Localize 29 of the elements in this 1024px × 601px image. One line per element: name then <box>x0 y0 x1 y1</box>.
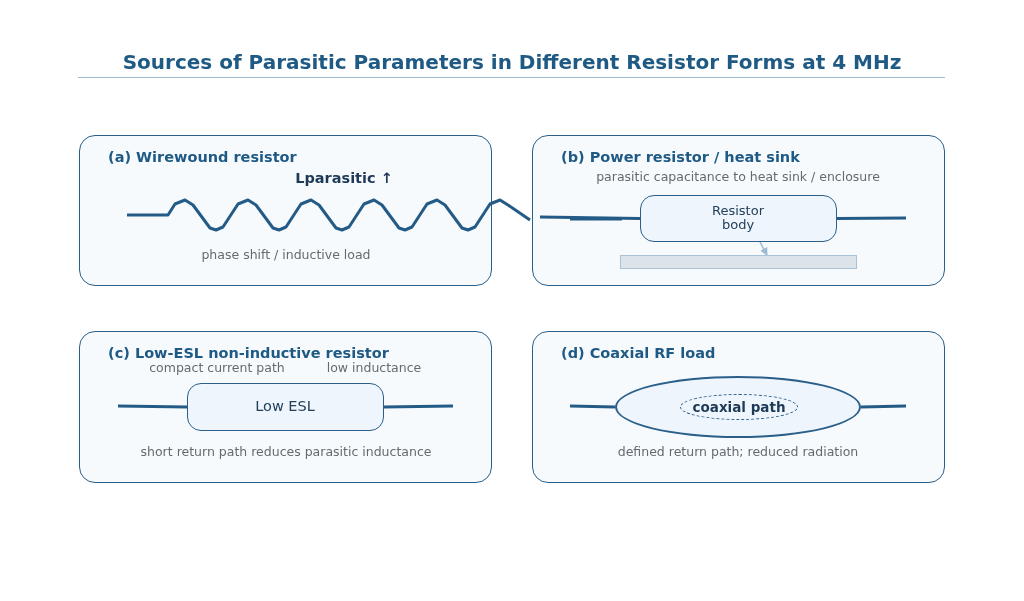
path-label: coaxial path <box>692 399 786 415</box>
note-text: phase shift / inductive load <box>201 246 371 262</box>
panel-card <box>532 135 945 286</box>
arrow <box>759 241 768 256</box>
body-label: Resistor body <box>711 203 765 233</box>
lead-wire <box>860 404 907 409</box>
lead-wire <box>539 215 641 220</box>
panel-card <box>79 331 492 483</box>
lead-wire <box>383 404 454 409</box>
lead-wire <box>837 216 906 220</box>
lead-wire <box>569 404 616 409</box>
panel-title: (d) Coaxial RF load <box>561 345 716 361</box>
diagram-title: Sources of Parasitic Parameters in Different Resistor Forms at 4 MHz <box>121 50 903 74</box>
body-label: Low ESL <box>255 398 315 415</box>
resistor-body <box>639 194 837 242</box>
panel-title: (a) Wirewound resistor <box>108 149 297 165</box>
panel-card <box>532 331 945 483</box>
parameter-label: Lparasitic ↑ <box>295 170 393 186</box>
note-text: defined return path; reduced radiation <box>617 443 859 459</box>
note-text: short return path reduces parasitic inductance <box>140 443 432 459</box>
note-text: low inductance <box>326 359 422 375</box>
lead-wire <box>117 404 188 409</box>
heat-sink-bar <box>619 254 857 269</box>
note-text: compact current path <box>149 359 285 375</box>
note-text: parasitic capacitance to heat sink / enclosure <box>596 168 880 184</box>
panel-card <box>79 135 492 286</box>
panel-title: (c) Low-ESL non-inductive resistor <box>108 345 389 361</box>
panel-title: (b) Power resistor / heat sink <box>561 149 800 165</box>
resistor-body <box>186 382 384 431</box>
